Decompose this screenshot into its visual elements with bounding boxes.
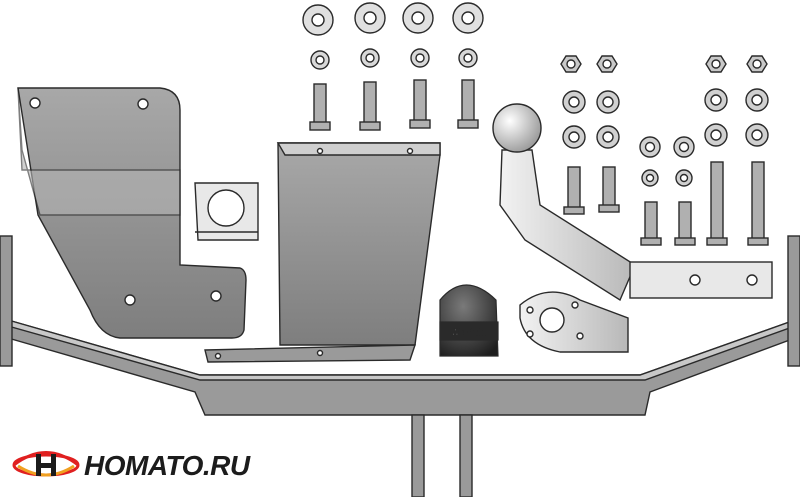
brand-logo-icon [12,451,80,477]
nuts-right [560,55,768,73]
hitch-ball-cover: Westfalia [439,284,499,357]
socket-bracket [519,291,629,353]
brand-name: HOMATO.RU [84,450,250,481]
left-bracket-plate [17,87,247,339]
bolts-top [309,79,479,131]
washers-top [302,2,484,36]
hitch-ball-cover-label: Westfalia [452,328,488,337]
bolts-right [563,161,769,246]
spring-washers-top [310,48,478,70]
center-plate [204,142,441,363]
cross-beam [0,235,800,497]
washers-right [562,88,769,187]
clamp-bracket [194,182,259,241]
tow-hook-arm [492,103,773,302]
